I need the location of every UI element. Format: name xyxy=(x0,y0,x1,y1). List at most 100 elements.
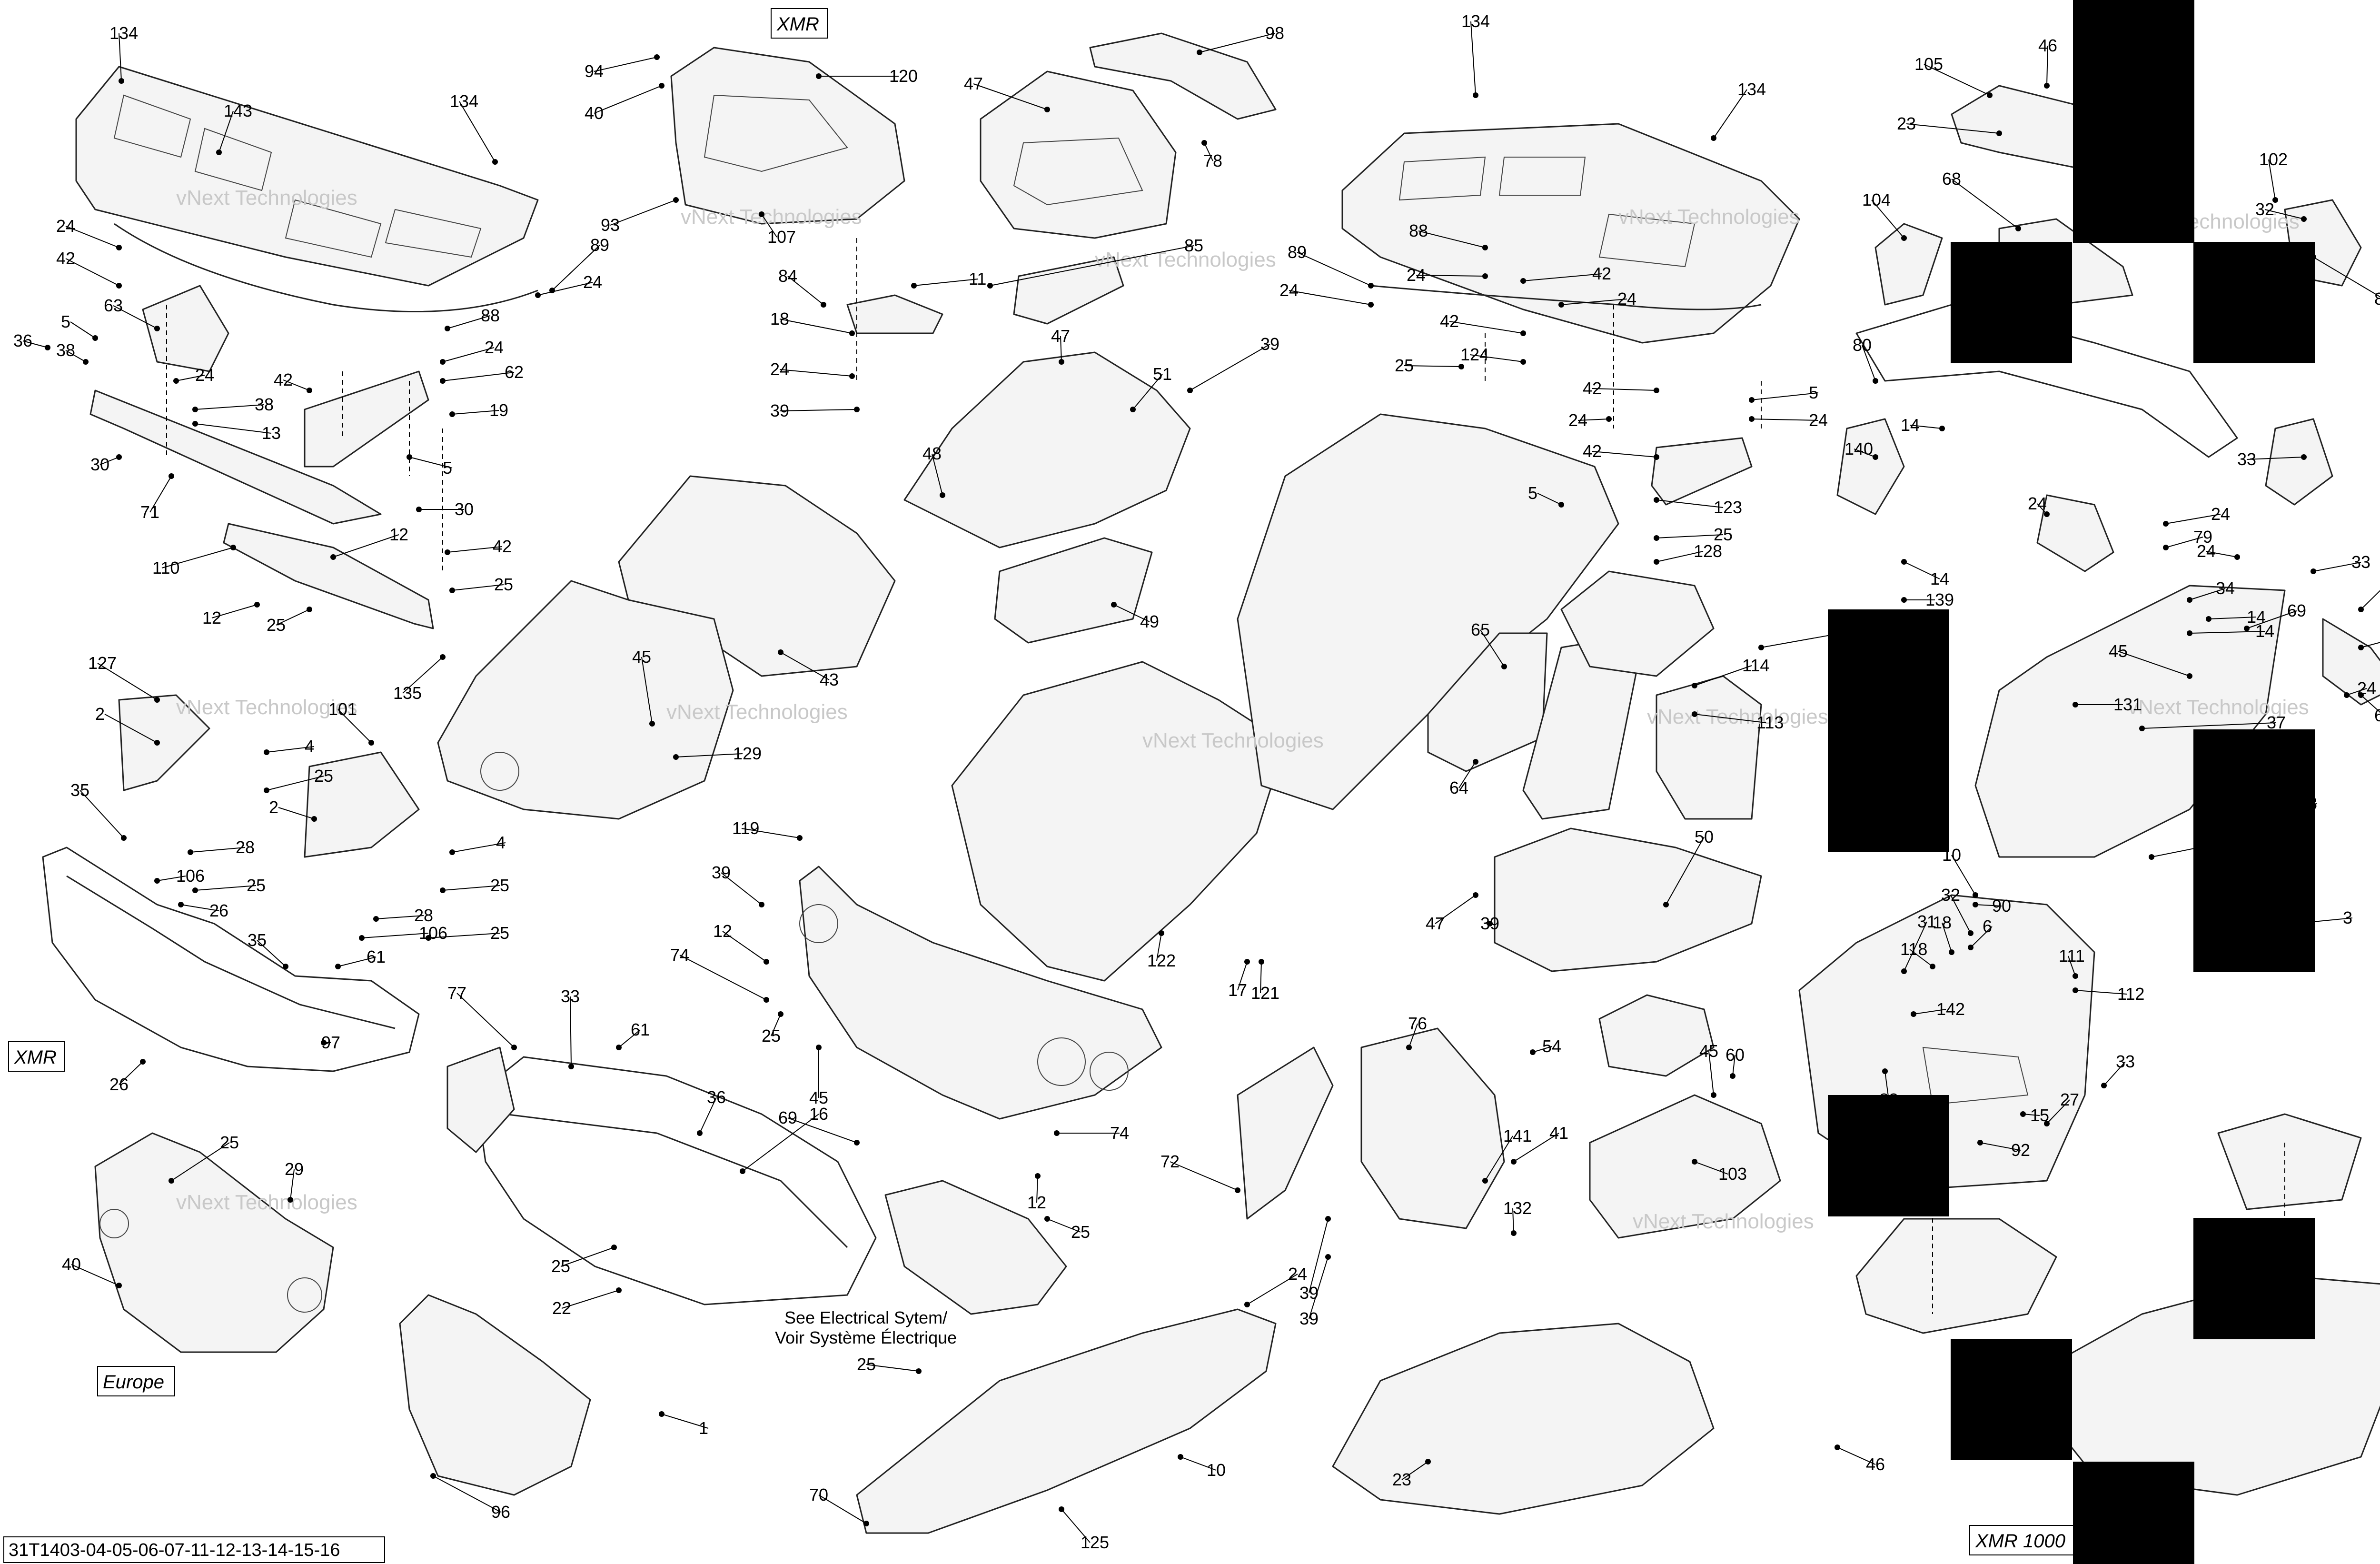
callout-number: 103 xyxy=(1718,1164,1747,1184)
callout-target-dot xyxy=(916,1368,922,1374)
callout-leader-line xyxy=(610,199,676,226)
callout-number: 88 xyxy=(481,306,500,325)
callout-target-dot xyxy=(1059,359,1064,365)
callout-target-dot xyxy=(449,588,455,593)
callout-leader-line xyxy=(1199,33,1275,53)
callout-number: 65 xyxy=(1471,620,1490,639)
callout-target-dot xyxy=(1749,397,1755,403)
callout: 112 xyxy=(2073,984,2144,1004)
callout-target-dot xyxy=(654,54,660,60)
callout: 24 xyxy=(440,338,504,365)
callout-leader-line xyxy=(70,321,96,339)
callout-leader-line xyxy=(2046,1099,2070,1124)
callout-leader-line xyxy=(79,790,124,838)
callout: 25 xyxy=(264,766,333,793)
callout-target-dot xyxy=(188,849,193,855)
callout-leader-line xyxy=(1656,534,1724,538)
callout-leader-line xyxy=(1913,1009,1946,1015)
callout: 24 xyxy=(2028,494,2050,517)
callout: 16 xyxy=(740,1104,828,1174)
callout: 24 xyxy=(2344,678,2376,698)
callout-target-dot xyxy=(445,549,450,555)
callout-leader-line xyxy=(161,547,234,568)
callout-target-dot xyxy=(940,492,945,498)
callout-leader-line xyxy=(1485,1136,1513,1181)
callout: 12 xyxy=(1027,1173,1046,1212)
callout-leader-line xyxy=(1470,21,1476,96)
callout-number: 34 xyxy=(2216,578,2235,598)
callout-target-dot xyxy=(2073,973,2078,979)
callout: 45 xyxy=(2109,641,2192,679)
callout: 35 xyxy=(70,780,127,841)
callout-target-dot xyxy=(1035,1173,1041,1179)
callout-target-dot xyxy=(759,902,764,907)
callout: 43 xyxy=(778,649,839,689)
callout-number: 4 xyxy=(496,833,506,852)
watermark-text: vNext Technologies xyxy=(1633,1210,1814,1233)
callout-number: 2 xyxy=(95,704,105,724)
callout-target-dot xyxy=(1406,1045,1412,1050)
callout-target-dot xyxy=(1711,1092,1716,1098)
callout-number: 13 xyxy=(262,423,281,443)
variant-tag-xmr-left: XMR xyxy=(8,1041,65,1072)
callout-number: 45 xyxy=(2109,641,2128,661)
callout-leader-line xyxy=(104,714,158,743)
callout: 32 xyxy=(1941,885,1973,936)
callout: 10 xyxy=(1178,1454,1226,1480)
callout-leader-line xyxy=(1904,561,1940,579)
callout-target-dot xyxy=(216,149,222,155)
callout-leader-line xyxy=(180,904,219,911)
callout-target-dot xyxy=(445,326,450,331)
callout-target-dot xyxy=(407,454,412,460)
callout: 70 xyxy=(809,1485,869,1526)
callout-number: 24 xyxy=(1568,410,1587,430)
callout-leader-line xyxy=(675,753,743,757)
callout-leader-line xyxy=(65,350,86,362)
callout: 18 xyxy=(770,309,855,336)
callout-target-dot xyxy=(1530,1049,1536,1055)
callout-leader-line xyxy=(560,1247,615,1267)
callout-target-dot xyxy=(92,335,98,341)
callout: 119 xyxy=(732,818,803,841)
callout-leader-line xyxy=(337,709,372,743)
callout-number: 25 xyxy=(1395,356,1414,375)
callout-leader-line xyxy=(561,1290,619,1309)
callout-leader-line xyxy=(1418,230,1486,248)
callout-target-dot xyxy=(2163,521,2169,527)
front-rack xyxy=(75,66,539,313)
callout-target-dot xyxy=(1235,1187,1240,1193)
callout-target-dot xyxy=(2187,597,2192,603)
callout: 33 xyxy=(561,986,580,1069)
callout-leader-line xyxy=(1237,961,1248,991)
callout-target-dot xyxy=(1482,1178,1488,1184)
visor xyxy=(1089,32,1277,120)
callout-target-dot xyxy=(283,964,288,969)
callout-target-dot xyxy=(2020,1111,2026,1117)
callout-target-dot xyxy=(1996,130,2002,136)
callout-target-dot xyxy=(1325,1254,1331,1260)
callout-target-dot xyxy=(311,816,317,822)
watermark-text: vNext Technologies xyxy=(666,700,848,724)
callout-number: 134 xyxy=(1461,11,1490,31)
callout: 122 xyxy=(1147,930,1176,970)
callout: 5 xyxy=(1749,383,1819,403)
callout: 68 xyxy=(1942,169,2021,231)
callout: 15 xyxy=(2020,1106,2049,1125)
callout-leader-line xyxy=(2360,590,2380,610)
callout-leader-line xyxy=(266,746,315,753)
callout-number: 143 xyxy=(224,101,252,120)
callout-number: 71 xyxy=(140,502,159,522)
callout: 42 xyxy=(445,537,512,556)
callout: 102 xyxy=(2259,149,2288,203)
callout-leader-line xyxy=(157,876,186,881)
callout: 36 xyxy=(697,1087,726,1136)
callout-target-dot xyxy=(1044,107,1050,112)
variant-tag-label: XMR 1000 xyxy=(1975,1531,2065,1552)
callout-target-dot xyxy=(2206,616,2211,622)
callout-target-dot xyxy=(1159,930,1164,936)
callout-leader-line xyxy=(2246,457,2304,460)
callout-target-dot xyxy=(854,1140,860,1146)
callout-target-dot xyxy=(1654,388,1659,393)
callout-target-dot xyxy=(1259,959,1264,965)
callout: 74 xyxy=(1054,1123,1129,1143)
